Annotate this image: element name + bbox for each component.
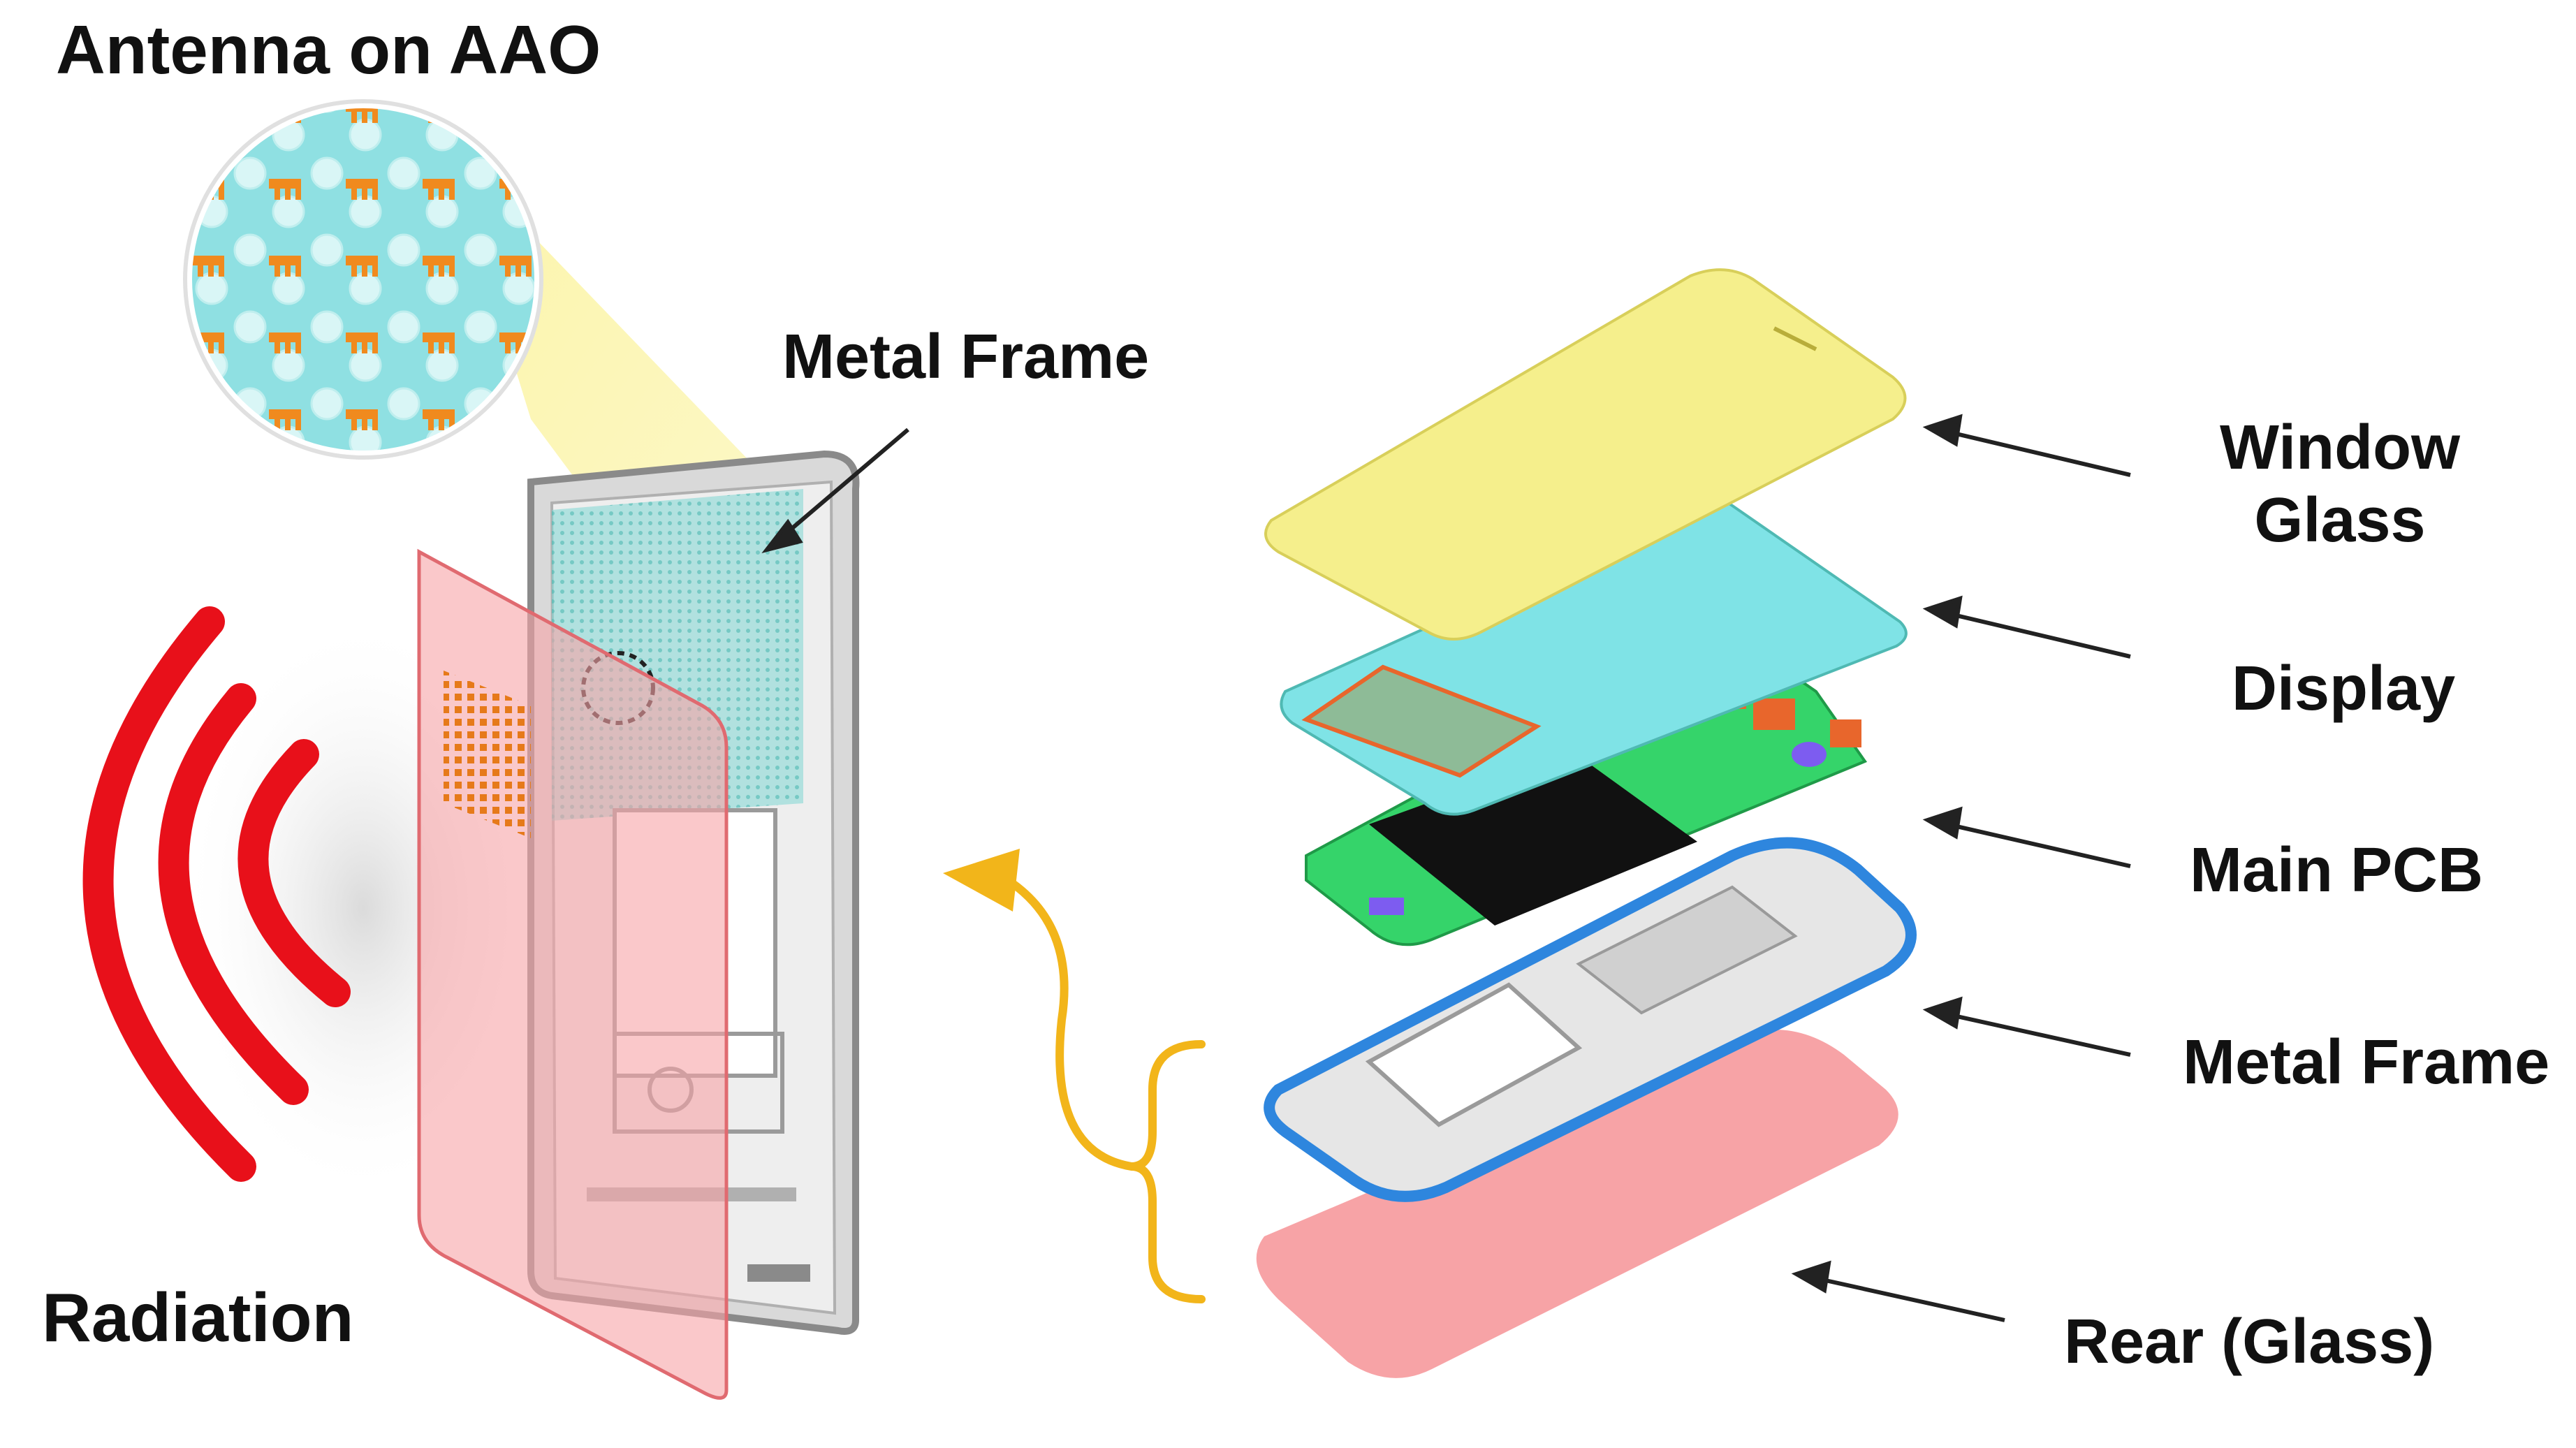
page-title: Antenna on AAO [56, 11, 601, 88]
layer-label-main-pcb: Main PCB [2190, 835, 2484, 905]
flow-arrow-icon [943, 849, 1136, 1171]
layer-label-window-glass: Window Glass [2172, 412, 2508, 557]
layer-label-rear-glass: Rear (Glass) [2064, 1307, 2435, 1377]
bracket-icon [1131, 1040, 1206, 1303]
metal-frame-callout: Metal Frame [782, 322, 1150, 392]
radiation-label: Radiation [42, 1279, 354, 1356]
layer-label-line: Glass [2254, 485, 2426, 555]
rear-glass-layer [1256, 1030, 1898, 1378]
rear-glass-panel [417, 548, 729, 1400]
layer-label-metal-frame: Metal Frame [2183, 1028, 2550, 1097]
metal-frame-layer [1264, 837, 1917, 1202]
pointer-arrows [761, 414, 2131, 1322]
layer-label-line: Window [2219, 413, 2461, 483]
window-glass-layer [1264, 268, 1907, 641]
layer-label-display: Display [2232, 654, 2456, 724]
display-layer [1280, 494, 1908, 816]
